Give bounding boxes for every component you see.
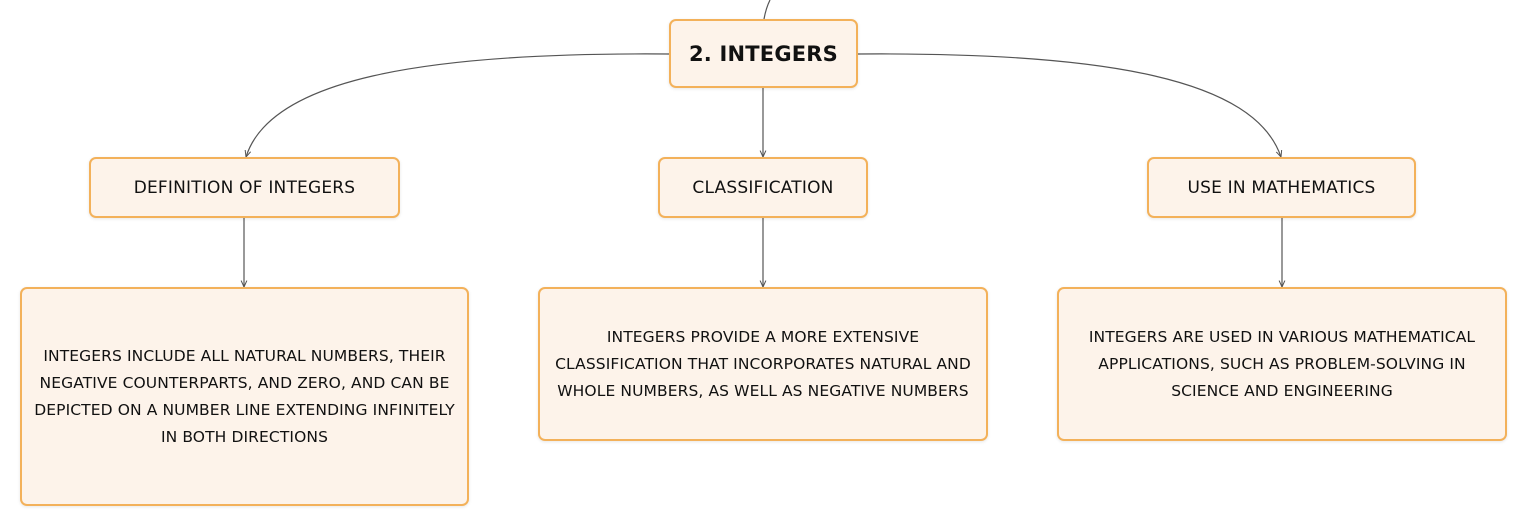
topic-node-classification[interactable]: CLASSIFICATION (658, 157, 868, 218)
detail-node-definition[interactable]: INTEGERS INCLUDE ALL NATURAL NUMBERS, TH… (20, 287, 469, 506)
topic-node-definition[interactable]: DEFINITION OF INTEGERS (89, 157, 400, 218)
detail-node-text: INTEGERS ARE USED IN VARIOUS MATHEMATICA… (1088, 327, 1476, 400)
detail-node-use-in-mathematics[interactable]: INTEGERS ARE USED IN VARIOUS MATHEMATICA… (1057, 287, 1507, 441)
connector-root-to-definition (246, 53, 670, 157)
root-node[interactable]: 2. INTEGERS (669, 19, 858, 88)
root-node-label: 2. INTEGERS (688, 41, 839, 66)
topic-node-label: USE IN MATHEMATICS (1187, 177, 1376, 198)
detail-node-classification[interactable]: INTEGERS PROVIDE A MORE EXTENSIVE CLASSI… (538, 287, 988, 441)
detail-node-text: INTEGERS PROVIDE A MORE EXTENSIVE CLASSI… (555, 327, 971, 400)
incoming-connector (763, 0, 771, 20)
topic-node-label: DEFINITION OF INTEGERS (133, 177, 356, 198)
connector-root-to-use (857, 53, 1281, 157)
topic-node-use-in-mathematics[interactable]: USE IN MATHEMATICS (1147, 157, 1416, 218)
detail-node-text: INTEGERS INCLUDE ALL NATURAL NUMBERS, TH… (34, 346, 455, 446)
topic-node-label: CLASSIFICATION (692, 177, 834, 198)
